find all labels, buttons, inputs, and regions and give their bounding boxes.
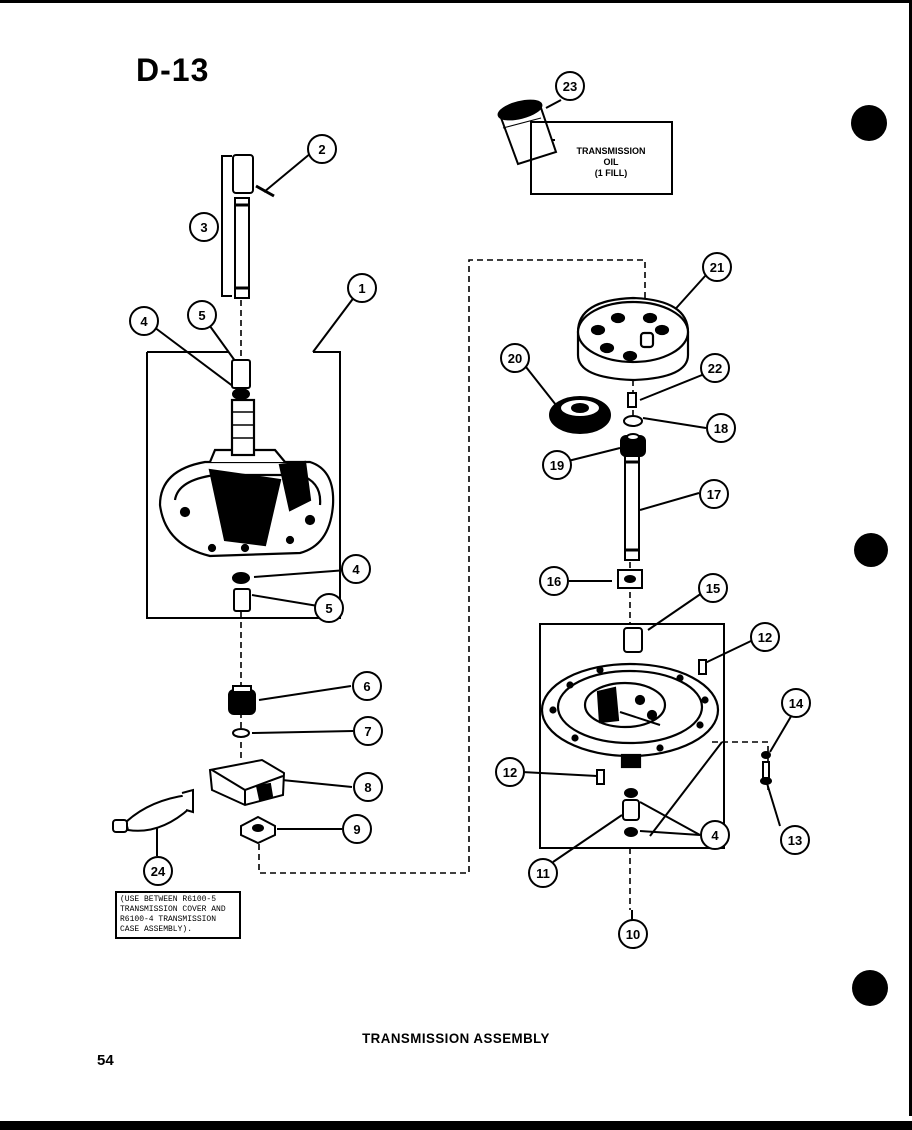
callout-7: 7 [353, 716, 383, 746]
cover-assembly-box [539, 623, 725, 849]
callout-3: 3 [189, 212, 219, 242]
callout-10: 10 [618, 919, 648, 949]
callout-11: 11 [528, 858, 558, 888]
binder-hole-bottom [852, 970, 888, 1006]
part-15-bushing [623, 627, 643, 653]
callout-24: 24 [143, 856, 173, 886]
oil-note-line-3: (1 FILL) [594, 168, 628, 178]
scan-edge-bottom [0, 1116, 912, 1130]
page-number: 54 [97, 1052, 114, 1069]
callout-1: 1 [347, 273, 377, 303]
callout-14: 14 [781, 688, 811, 718]
part-12-pin-lower [596, 769, 605, 785]
binder-hole-middle [854, 533, 888, 567]
part-11-bushing [622, 799, 640, 821]
part-5-bushing-top [231, 359, 251, 400]
callout-5-top: 5 [187, 300, 217, 330]
callout-22: 22 [700, 353, 730, 383]
part-16-square-washer [617, 569, 643, 589]
callout-18: 18 [706, 413, 736, 443]
part-20-gear [549, 396, 611, 434]
callout-15: 15 [698, 573, 728, 603]
callout-12-upper: 12 [750, 622, 780, 652]
oil-note-line-2: OIL [603, 157, 619, 167]
page-code: D-13 [136, 52, 210, 88]
part-22-pin [627, 392, 637, 408]
part-23-oil-bottle [497, 99, 558, 166]
part-13-screw [760, 761, 772, 785]
oil-note-line-1: TRANSMISSION [576, 146, 646, 156]
part-6-pinion-gear [228, 685, 256, 715]
callout-23: 23 [555, 71, 585, 101]
part-4-washer-upper [624, 788, 638, 798]
callout-8: 8 [353, 772, 383, 802]
callout-20: 20 [500, 343, 530, 373]
part-14-washer [761, 751, 771, 759]
part-4-washer-lower [624, 827, 638, 837]
part-10-transmission-cover [540, 662, 720, 769]
callout-4-mid: 4 [341, 554, 371, 584]
callout-16: 16 [539, 566, 569, 596]
oil-note-box [530, 121, 673, 195]
callout-13: 13 [780, 825, 810, 855]
part-12-pin-upper [698, 659, 707, 675]
part-24-grease-tube [112, 788, 194, 833]
oil-note-label: TRANSMISSION OIL (1 FILL) [548, 146, 674, 179]
scan-edge-top [0, 0, 912, 3]
callout-21: 21 [702, 252, 732, 282]
part-4-5-lower [232, 572, 251, 612]
callout-12-lower: 12 [495, 757, 525, 787]
binder-hole-top [851, 105, 887, 141]
callout-4-right: 4 [700, 820, 730, 850]
part-17-shaft [624, 455, 640, 561]
part-3-shaft [232, 154, 275, 299]
callout-9: 9 [342, 814, 372, 844]
diagram-caption: TRANSMISSION ASSEMBLY [362, 1030, 550, 1046]
callout-2: 2 [307, 134, 337, 164]
part-19-gear [620, 433, 646, 457]
part-9-nut [240, 815, 276, 845]
part-1-transmission-case [158, 398, 335, 558]
usage-note: (USE BETWEEN R6100-5 TRANSMISSION COVER … [115, 891, 241, 939]
callout-4-top: 4 [129, 306, 159, 336]
callout-5-mid: 5 [314, 593, 344, 623]
callout-17: 17 [699, 479, 729, 509]
callout-6: 6 [352, 671, 382, 701]
callout-19: 19 [542, 450, 572, 480]
part-21-pulley [576, 296, 690, 382]
scan-edge-right [909, 0, 912, 1130]
part-8-block [208, 758, 286, 807]
part-18-washer [623, 415, 643, 427]
part-7-washer [232, 728, 250, 738]
